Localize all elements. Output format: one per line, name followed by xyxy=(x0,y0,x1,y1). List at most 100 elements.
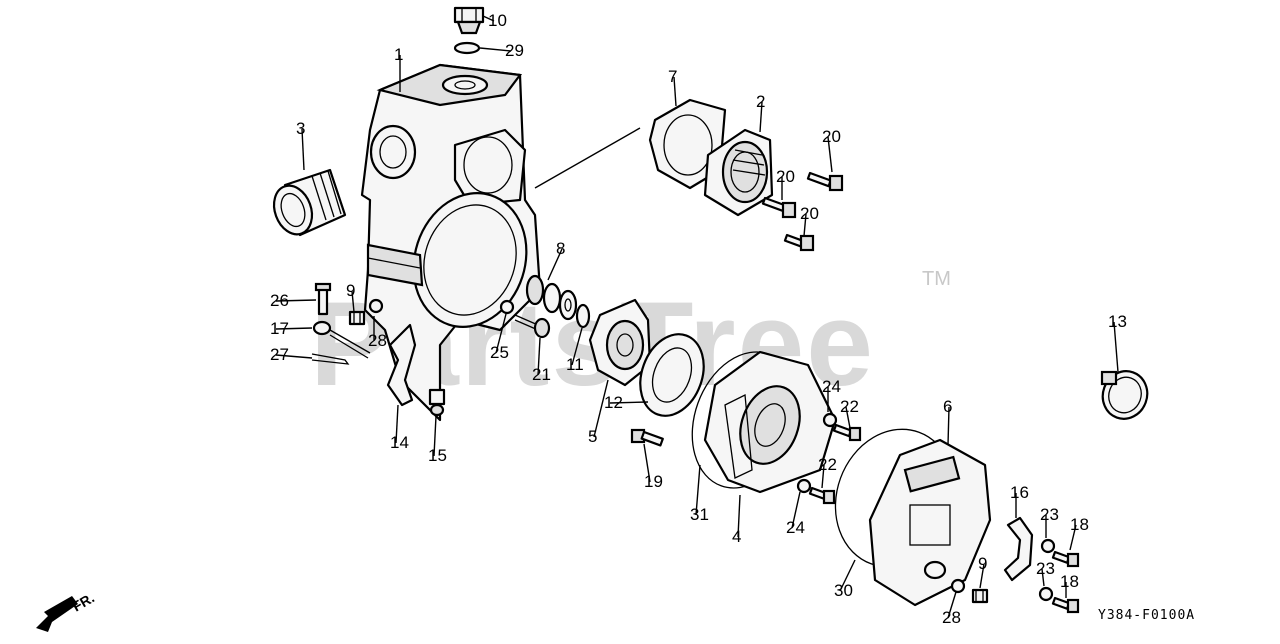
part-6-pump-cover[interactable] xyxy=(868,438,992,607)
callout-leader-28 xyxy=(947,591,957,619)
callout-leader-31 xyxy=(695,464,701,516)
part-3-pipe-fitting[interactable] xyxy=(268,168,347,240)
callout-leader-9 xyxy=(979,563,985,589)
part-20-bolt-c[interactable] xyxy=(783,233,815,252)
part-10-plug[interactable] xyxy=(453,6,485,35)
callout-number-23[interactable]: 23 xyxy=(1036,559,1055,578)
part-22-bolt-a[interactable] xyxy=(832,423,862,442)
callout-leader-29 xyxy=(479,47,512,52)
part-20-bolt-a[interactable] xyxy=(806,171,844,192)
callout-number-18[interactable]: 18 xyxy=(1060,572,1079,591)
callout-number-24[interactable]: 24 xyxy=(786,518,805,537)
part-2-flange[interactable] xyxy=(703,128,774,217)
callout-number-22[interactable]: 22 xyxy=(818,455,837,474)
part-9-drain-plug-a[interactable] xyxy=(348,310,366,326)
part-21-bolt[interactable] xyxy=(514,314,551,339)
callout-number-9[interactable]: 9 xyxy=(346,281,355,300)
part-18-bolt-b[interactable] xyxy=(1051,596,1080,614)
callout-number-26[interactable]: 26 xyxy=(270,291,289,310)
callout-number-7[interactable]: 7 xyxy=(668,67,677,86)
part-23-washer-a[interactable] xyxy=(1040,538,1056,554)
callout-number-10[interactable]: 10 xyxy=(488,11,507,30)
callout-number-3[interactable]: 3 xyxy=(296,119,305,138)
callout-number-28[interactable]: 28 xyxy=(942,608,961,627)
callout-leader-3 xyxy=(301,128,305,171)
callout-number-5[interactable]: 5 xyxy=(588,427,597,446)
callout-number-1[interactable]: 1 xyxy=(394,45,403,64)
callout-number-8[interactable]: 8 xyxy=(556,239,565,258)
part-14-bracket[interactable] xyxy=(386,323,417,407)
callout-leader-17 xyxy=(275,327,313,330)
part-8-mechanical-seal[interactable] xyxy=(525,274,578,321)
callout-leader-14 xyxy=(395,404,399,444)
callout-number-18[interactable]: 18 xyxy=(1070,515,1089,534)
part-23-washer-b[interactable] xyxy=(1038,586,1054,602)
part-26-pin[interactable] xyxy=(314,282,332,316)
callout-leader-22 xyxy=(821,464,825,489)
callout-number-30[interactable]: 30 xyxy=(834,581,853,600)
front-direction-arrow: FR. xyxy=(36,589,97,632)
callout-leader-4 xyxy=(737,494,741,538)
callout-leader-20 xyxy=(827,136,833,173)
callout-leader-25 xyxy=(495,313,507,354)
callout-number-2[interactable]: 2 xyxy=(756,92,765,111)
callout-number-11[interactable]: 11 xyxy=(566,355,584,374)
callout-number-15[interactable]: 15 xyxy=(428,446,447,465)
part-9-drain-plug-b[interactable] xyxy=(971,588,989,604)
part-5-impeller[interactable] xyxy=(588,298,652,387)
callout-leader-6 xyxy=(947,406,950,446)
callout-number-20[interactable]: 20 xyxy=(822,127,841,146)
callout-number-19[interactable]: 19 xyxy=(644,472,663,491)
callout-number-21[interactable]: 21 xyxy=(532,365,551,384)
callout-leader-21 xyxy=(537,337,541,376)
part-24-washer-b[interactable] xyxy=(796,478,812,494)
part-4-volute-case[interactable] xyxy=(703,350,837,494)
part-12-wear-plate[interactable] xyxy=(629,325,714,424)
callout-number-28[interactable]: 28 xyxy=(368,331,387,350)
callout-number-4[interactable]: 4 xyxy=(732,527,741,546)
callout-leader-15 xyxy=(433,415,437,457)
part-19-bolt[interactable] xyxy=(630,428,664,447)
callout-number-12[interactable]: 12 xyxy=(604,393,623,412)
part-29-washer[interactable] xyxy=(453,41,481,55)
part-20-bolt-b[interactable] xyxy=(761,196,797,219)
callout-number-22[interactable]: 22 xyxy=(840,397,859,416)
part-17-eye-bolt[interactable] xyxy=(312,320,371,359)
part-28-washer-a[interactable] xyxy=(368,298,384,314)
part-18-bolt-a[interactable] xyxy=(1051,550,1080,568)
callout-leader-8 xyxy=(547,248,563,281)
part-25-washer[interactable] xyxy=(499,299,515,315)
diagram-code: Y384-F0100A xyxy=(1098,608,1195,623)
part-16-bracket[interactable] xyxy=(1003,516,1034,582)
callout-number-25[interactable]: 25 xyxy=(490,343,509,362)
callout-leader-23 xyxy=(1041,568,1045,587)
part-13-hose-clamp[interactable] xyxy=(1096,365,1154,425)
callout-number-27[interactable]: 27 xyxy=(270,345,289,364)
callout-number-31[interactable]: 31 xyxy=(690,505,709,524)
callout-number-24[interactable]: 24 xyxy=(822,377,841,396)
front-label: FR. xyxy=(70,589,98,614)
callout-leader-26 xyxy=(275,299,317,302)
callout-number-16[interactable]: 16 xyxy=(1010,483,1029,502)
part-27-cotter-pin[interactable] xyxy=(311,353,350,365)
callout-number-9[interactable]: 9 xyxy=(978,554,987,573)
part-22-bolt-b[interactable] xyxy=(808,486,836,505)
part-11-washer[interactable] xyxy=(575,303,591,329)
part-24-washer-a[interactable] xyxy=(822,412,838,428)
callout-leader-5 xyxy=(593,379,609,438)
callout-number-23[interactable]: 23 xyxy=(1040,505,1059,524)
callout-number-6[interactable]: 6 xyxy=(943,397,952,416)
callout-number-20[interactable]: 20 xyxy=(800,204,819,223)
part-28-washer-b[interactable] xyxy=(950,578,966,594)
callout-number-29[interactable]: 29 xyxy=(505,41,524,60)
callout-number-13[interactable]: 13 xyxy=(1108,312,1127,331)
callout-leader-19 xyxy=(643,443,651,483)
callout-number-17[interactable]: 17 xyxy=(270,319,289,338)
callout-number-14[interactable]: 14 xyxy=(390,433,409,452)
callout-leader-7 xyxy=(673,76,677,107)
part-15-clip[interactable] xyxy=(428,388,446,417)
callout-number-20[interactable]: 20 xyxy=(776,167,795,186)
